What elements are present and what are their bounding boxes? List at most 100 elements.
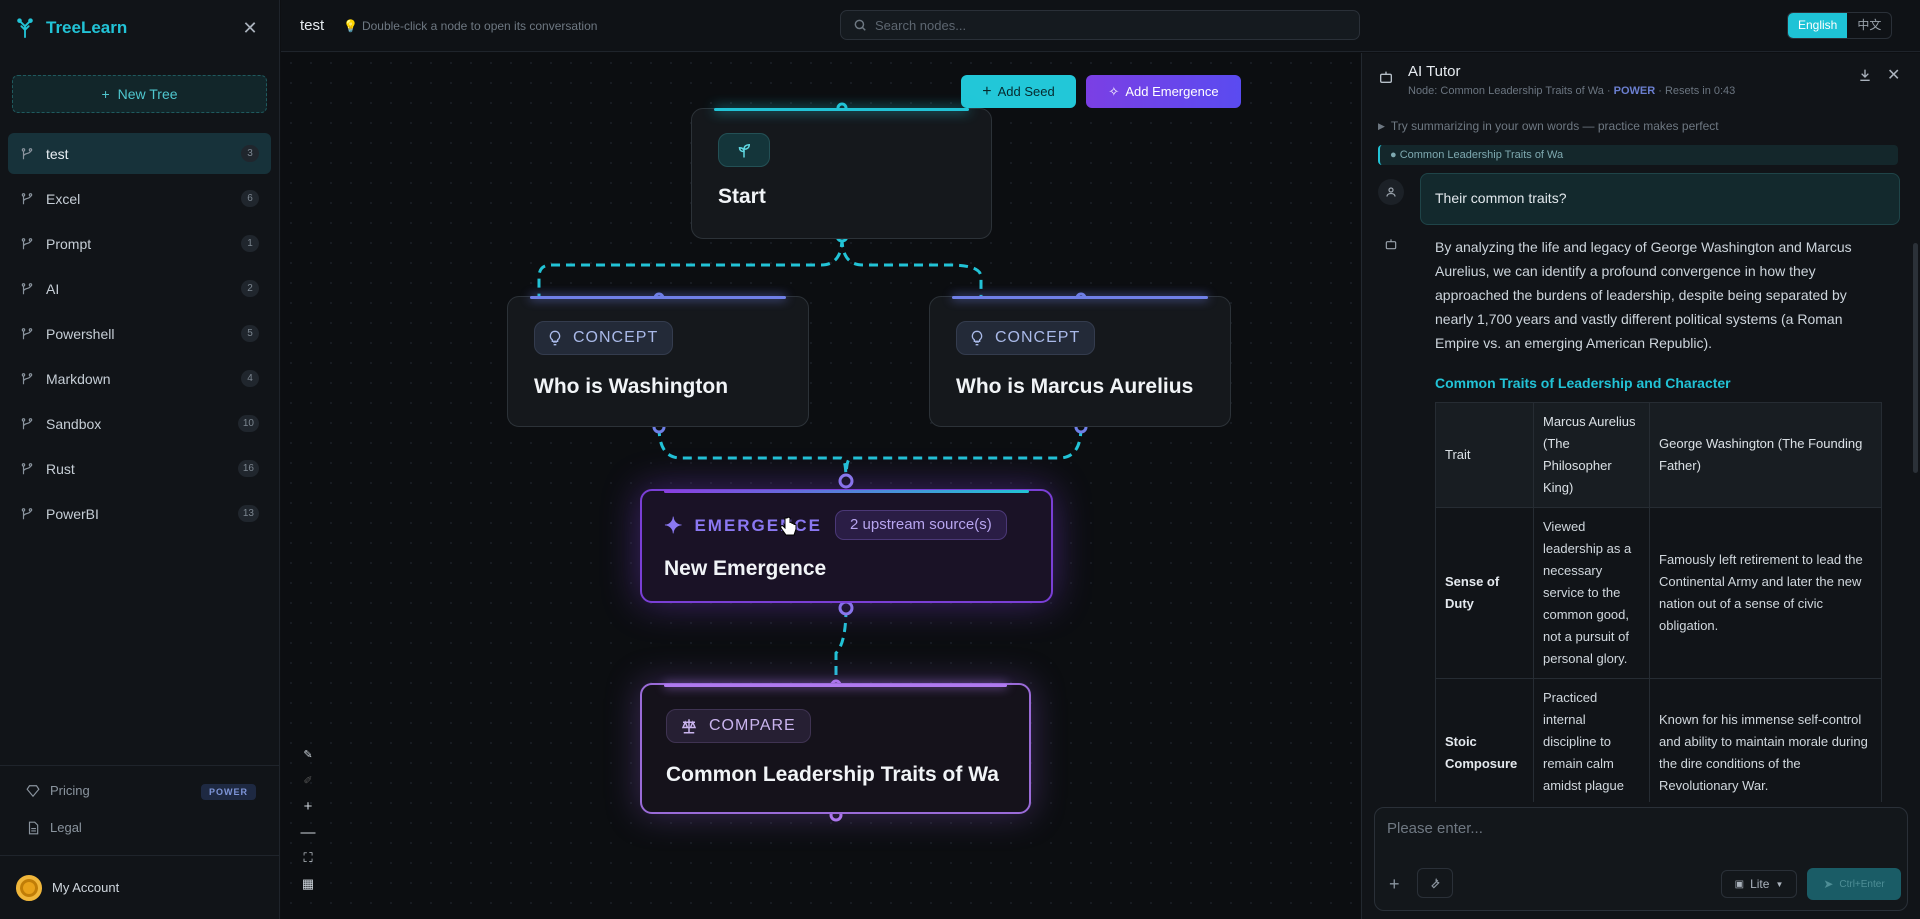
download-icon[interactable] — [1857, 67, 1873, 83]
app-name: TreeLearn — [46, 18, 128, 37]
answer-heading: Common Traits of Leadership and Characte… — [1435, 375, 1731, 391]
legal-label: Legal — [50, 820, 82, 835]
branch-icon — [21, 237, 33, 249]
branch-icon — [21, 147, 33, 159]
canvas-controls: ✎ ✐ + — ⛶ ▦ — [295, 745, 321, 905]
plus-icon: + — [982, 82, 992, 100]
robot-icon — [1378, 231, 1404, 257]
robot-icon — [1380, 71, 1392, 83]
answer-intro: By analyzing the life and legacy of Geor… — [1435, 239, 1852, 351]
ai-tutor-panel: AI Tutor Node: Common Leadership Traits … — [1361, 53, 1920, 919]
sidebar-tree-item[interactable]: Prompt 1 — [8, 223, 271, 264]
upstream-count-badge: 2 upstream source(s) — [835, 510, 1007, 540]
plus-icon: + — [101, 86, 110, 102]
pointer-tool-icon[interactable]: ✎ — [303, 748, 313, 761]
new-tree-button[interactable]: + New Tree — [12, 75, 267, 113]
sparkle-icon: ✦ — [664, 513, 685, 538]
edge-marcus-emergence — [844, 426, 1083, 482]
new-tree-label: New Tree — [117, 86, 178, 102]
tree-label: PowerBI — [46, 505, 99, 522]
send-button[interactable]: ➤ Ctrl+Enter — [1807, 868, 1901, 900]
node-who-is-marcus-aurelius[interactable]: CONCEPT Who is Marcus Aurelius — [929, 296, 1231, 427]
account-button[interactable]: My Account — [0, 855, 280, 919]
table-cell: Known for his immense self-control and a… — [1649, 678, 1882, 802]
branch-icon — [21, 192, 33, 204]
port-emergence-bottom[interactable] — [838, 600, 854, 616]
avatar — [16, 874, 42, 901]
node-title: Who is Marcus Aurelius — [956, 375, 1194, 398]
tree-label: Prompt — [46, 235, 92, 252]
scale-icon — [681, 719, 697, 734]
chevron-down-icon: ▼ — [1775, 879, 1784, 889]
branch-icon — [21, 327, 33, 339]
tree-node-count: 1 — [241, 235, 259, 252]
tree-label: AI — [46, 280, 60, 297]
close-panel-icon[interactable]: ✕ — [1887, 67, 1901, 84]
model-label: Lite — [1750, 877, 1770, 891]
node-title: New Emergence — [664, 557, 827, 580]
lang-chinese-button[interactable]: 中文 — [1857, 18, 1882, 32]
edge-start-washington — [537, 237, 844, 296]
attach-plus-icon[interactable]: + — [1389, 874, 1400, 894]
fit-view-icon[interactable]: ⛶ — [303, 850, 313, 865]
node-start[interactable]: Start — [691, 108, 992, 239]
panel-header: AI Tutor Node: Common Leadership Traits … — [1362, 53, 1920, 105]
tree-node-count: 4 — [241, 370, 259, 387]
node-title: Common Leadership Traits of Wa — [666, 763, 999, 786]
tree-label: Powershell — [46, 325, 115, 342]
add-seed-button[interactable]: + Add Seed — [961, 75, 1076, 108]
wrench-icon — [1431, 877, 1440, 889]
tree-label: test — [46, 145, 69, 162]
sidebar-tree-item[interactable]: PowerBI 13 — [8, 493, 271, 534]
node-accent-line — [952, 296, 1208, 299]
pricing-link[interactable]: Pricing — [26, 783, 90, 798]
zoom-in-icon[interactable]: + — [303, 797, 313, 815]
account-label: My Account — [52, 880, 120, 895]
user-message: Their common traits? — [1420, 173, 1900, 225]
sparkle-icon: ✧ — [1108, 83, 1120, 99]
current-tree-name: test — [300, 17, 325, 34]
column-header: George Washington (The Founding Father) — [1649, 402, 1882, 508]
close-sidebar-icon[interactable]: ✕ — [242, 18, 258, 38]
node-common-leadership-traits[interactable]: COMPARE Common Leadership Traits of Wa — [640, 683, 1031, 814]
user-icon — [1378, 179, 1404, 205]
language-switch: English 中文 — [1787, 12, 1893, 39]
search-input[interactable] — [875, 17, 1335, 33]
zoom-out-icon[interactable]: — — [300, 823, 316, 841]
grid-icon[interactable]: ▦ — [301, 876, 315, 891]
add-emergence-label: Add Emergence — [1125, 84, 1219, 99]
model-select[interactable]: ▣ Lite ▼ — [1721, 870, 1797, 898]
tree-node-count: 13 — [237, 505, 259, 522]
concept-badge: CONCEPT — [534, 321, 674, 355]
tools-button[interactable] — [1417, 868, 1453, 898]
node-accent-line — [714, 108, 969, 111]
tree-canvas[interactable]: + Add Seed ✧ Add Emergence Start CONCEPT… — [281, 53, 1360, 919]
node-who-is-washington[interactable]: CONCEPT Who is Washington — [507, 296, 809, 427]
node-accent-line — [664, 684, 1007, 687]
pan-tool-icon[interactable]: ✐ — [303, 774, 313, 787]
message-input[interactable] — [1387, 820, 1887, 850]
lang-english-button[interactable]: English — [1788, 13, 1848, 38]
brand[interactable]: TreeLearn — [14, 16, 127, 40]
branch-icon — [21, 462, 33, 474]
port-emergence-top[interactable] — [838, 473, 854, 489]
panel-scrollbar[interactable] — [1913, 243, 1918, 473]
search-box[interactable] — [840, 10, 1360, 40]
panel-title: AI Tutor — [1408, 63, 1461, 80]
panel-plan: POWER — [1613, 85, 1656, 97]
add-emergence-button[interactable]: ✧ Add Emergence — [1086, 75, 1241, 108]
legal-link[interactable]: Legal — [26, 820, 82, 835]
context-tag: ● Common Leadership Traits of Wa — [1378, 145, 1898, 165]
node-new-emergence[interactable]: ✦ EMERGENCE 2 upstream source(s) New Eme… — [640, 489, 1053, 603]
table-cell: Viewed leadership as a necessary service… — [1533, 507, 1650, 679]
tip-row[interactable]: ▶ Try summarizing in your own words — pr… — [1378, 119, 1719, 133]
